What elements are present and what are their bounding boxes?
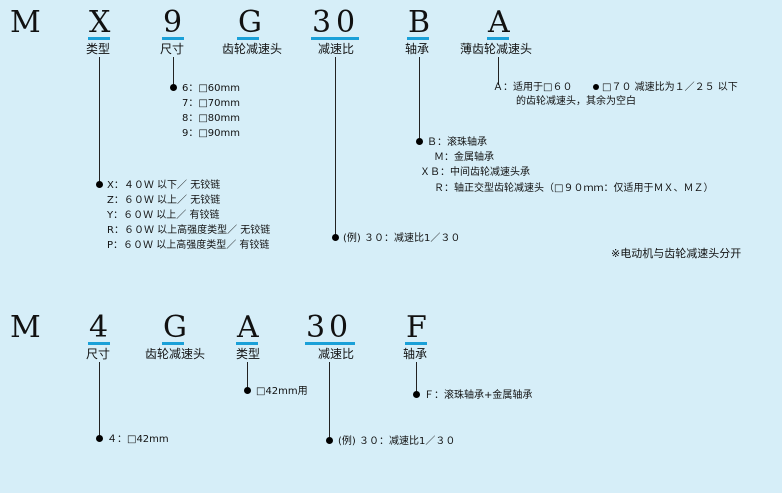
- size-bullet: [170, 84, 177, 91]
- connector-type: [99, 57, 100, 184]
- code-letter-m: M: [10, 5, 42, 40]
- code-letter-3: 3: [312, 5, 333, 40]
- code-letter-0: 0: [329, 310, 350, 345]
- type-option: R：６０Ｗ 以上高强度类型／ 无铰链: [107, 225, 271, 236]
- bearing-bullet: [413, 391, 420, 398]
- type-option: Y：６０Ｗ 以上／ 有铰链: [107, 210, 220, 221]
- thin-option-line1-b: □７０ 减速比为１／２５ 以下: [602, 82, 738, 93]
- type-option: X：４０Ｗ 以下／ 无铰链: [107, 180, 221, 191]
- size-option: 6：□60mm: [182, 83, 241, 94]
- size-option: 7：□70mm: [182, 98, 241, 109]
- type-option: Z：６０Ｗ 以上／ 无铰链: [107, 195, 221, 206]
- code-letter-a: A: [237, 310, 260, 345]
- bearing-option: Ｆ：滚珠轴承+金属轴承: [424, 390, 533, 401]
- label-type: 类型: [236, 347, 261, 361]
- label-gear-head: 齿轮减速头: [222, 42, 283, 56]
- label-type: 类型: [86, 42, 111, 56]
- label-size: 尺寸: [86, 347, 111, 361]
- ratio-bullet: [326, 437, 333, 444]
- code-letter-x: X: [89, 5, 112, 40]
- label-ratio: 减速比: [318, 347, 355, 361]
- thin-option-line2: 的齿轮减速头，其余为空白: [516, 96, 636, 107]
- label-bearing: 轴承: [403, 347, 428, 361]
- code-letter-m: M: [10, 310, 42, 345]
- size-option: 9：□90mm: [182, 128, 241, 139]
- connector-bearing: [416, 362, 417, 394]
- label-thin-gear-head: 薄齿轮减速头: [460, 42, 533, 56]
- bearing-option: Ｂ：滚珠轴承: [427, 137, 487, 148]
- connector-type: [247, 362, 248, 390]
- underline-f: [405, 342, 427, 345]
- underline-9: [162, 37, 184, 40]
- code-letter-g: G: [163, 310, 188, 345]
- code-letter-3: 3: [306, 310, 327, 345]
- underline-a: [487, 37, 509, 40]
- size-option: 8：□80mm: [182, 113, 241, 124]
- label-size: 尺寸: [160, 42, 185, 56]
- bearing-option: ＸＢ：中间齿轮减速头承: [420, 167, 530, 178]
- underline-a: [236, 342, 258, 345]
- underline-g: [162, 342, 184, 345]
- code-letter-b: B: [408, 5, 432, 40]
- underline-4: [88, 342, 110, 345]
- underline-b: [407, 37, 429, 40]
- connector-ratio: [335, 57, 336, 238]
- underline-x: [88, 37, 110, 40]
- label-bearing: 轴承: [405, 42, 430, 56]
- type-bullet: [244, 387, 251, 394]
- type-option: □42mm用: [256, 386, 308, 397]
- bearing-option: Ｒ：轴正交型齿轮减速头（□９０ｍｍ：仅适用于ＭＸ、ＭＺ）: [434, 183, 714, 194]
- bearing-bullet: [416, 138, 423, 145]
- connector-size: [173, 57, 174, 87]
- connector-size: [99, 362, 100, 438]
- connector-bearing: [419, 57, 420, 141]
- size-bullet: [96, 435, 103, 442]
- underline-30: [305, 342, 355, 345]
- type-option: P：６０Ｗ 以上高强度类型／ 有铰链: [107, 240, 270, 251]
- bearing-option: Ｍ：金属轴承: [434, 152, 494, 163]
- label-ratio: 减速比: [318, 42, 355, 56]
- connector-ratio: [329, 362, 330, 440]
- type-bullet: [96, 181, 103, 188]
- code-letter-g: G: [238, 5, 263, 40]
- size-option: ４：□42mm: [107, 434, 169, 445]
- code-letter-0: 0: [336, 5, 357, 40]
- ratio-example: (例) ３０：减速比1／３０: [343, 233, 461, 244]
- ratio-bullet: [332, 234, 339, 241]
- code-letter-4: 4: [89, 310, 110, 345]
- underline-30: [311, 37, 359, 40]
- thin-option-line1: Ａ：适用于□６０: [493, 82, 573, 93]
- label-gear-head: 齿轮减速头: [145, 347, 206, 361]
- footnote: ※电动机与齿轮减速头分开: [611, 247, 742, 260]
- code-letter-f: F: [406, 310, 428, 345]
- underline-g: [237, 37, 259, 40]
- connector-thin: [498, 57, 499, 85]
- thin-bullet: [593, 84, 599, 90]
- code-letter-a: A: [488, 5, 511, 40]
- code-letter-9: 9: [163, 5, 184, 40]
- ratio-example: (例) ３０：减速比1／３０: [338, 436, 456, 447]
